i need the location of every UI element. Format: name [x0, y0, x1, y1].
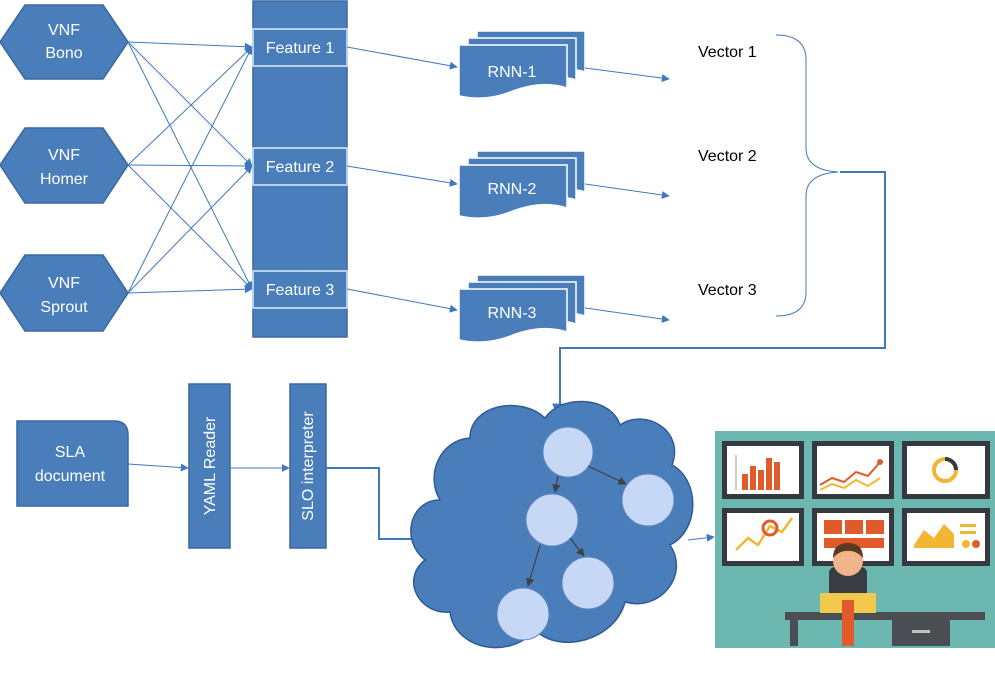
feature-3-box	[252, 270, 348, 309]
rnn-1: RNN-1	[458, 30, 586, 99]
rnn-2: RNN-2	[458, 150, 586, 219]
yaml-reader: YAML Reader	[188, 383, 231, 549]
vector-2-label: Vector 2	[698, 148, 757, 165]
rnn-2-label: RNN-2	[488, 181, 537, 198]
rnn-3-label: RNN-3	[488, 305, 537, 322]
monitor-bar-chart	[722, 441, 804, 499]
cloud-graph-icon	[410, 400, 694, 649]
rnn-3: RNN-3	[458, 274, 586, 343]
vector-brace	[775, 34, 839, 317]
slo-to-cloud-connector	[326, 467, 434, 547]
vector-to-cloud-connector	[552, 171, 886, 420]
sla-to-yaml-arrow	[127, 463, 189, 472]
vnf-bono-label-2: Bono	[45, 45, 82, 62]
slo-interpreter: SLO interpreter	[289, 383, 327, 549]
vector-3-label: Vector 3	[698, 282, 757, 299]
vnf-homer-label-1: VNF	[48, 147, 80, 164]
vnf-feature-connectors	[127, 41, 253, 294]
sla-document-label-1: SLA	[55, 444, 86, 461]
feature-1-label: Feature 1	[266, 40, 335, 57]
monitor-area-chart	[902, 508, 990, 566]
vnf-homer: VNF Homer	[0, 127, 129, 204]
feature-3-label: Feature 3	[266, 282, 335, 299]
yaml-reader-label: YAML Reader	[202, 416, 219, 515]
monitoring-dashboard-illustration	[715, 431, 995, 648]
rnn-1-label: RNN-1	[488, 64, 537, 81]
vnf-sprout-label-1: VNF	[48, 275, 80, 292]
desk-top	[785, 612, 985, 620]
vnf-bono-label-1: VNF	[48, 22, 80, 39]
vnf-sprout: VNF Sprout	[0, 254, 129, 332]
monitor-grid-panels	[812, 508, 894, 566]
feature-column: Feature 1 Feature 2 Feature 3	[252, 0, 348, 338]
cloud-to-dashboard-arrow	[687, 533, 715, 542]
feature-rnn-connectors	[346, 46, 458, 313]
feature-2-label: Feature 2	[266, 159, 335, 176]
monitor-line-chart	[812, 441, 894, 499]
sla-document: SLA document	[16, 420, 129, 507]
monitor-trend-chart	[722, 508, 804, 566]
slo-interpreter-label: SLO interpreter	[300, 411, 317, 521]
monitor-donut-chart	[902, 441, 990, 499]
rnn-vector-connectors	[584, 67, 670, 323]
vnf-bono: VNF Bono	[0, 4, 129, 80]
vnf-sprout-label-2: Sprout	[40, 299, 88, 316]
person-at-desk	[820, 543, 876, 646]
feature-2-box	[252, 147, 348, 186]
vector-1-label: Vector 1	[698, 44, 757, 61]
sla-document-label-2: document	[35, 468, 106, 485]
vnf-homer-label-2: Homer	[40, 171, 89, 188]
feature-1-box	[252, 28, 348, 67]
